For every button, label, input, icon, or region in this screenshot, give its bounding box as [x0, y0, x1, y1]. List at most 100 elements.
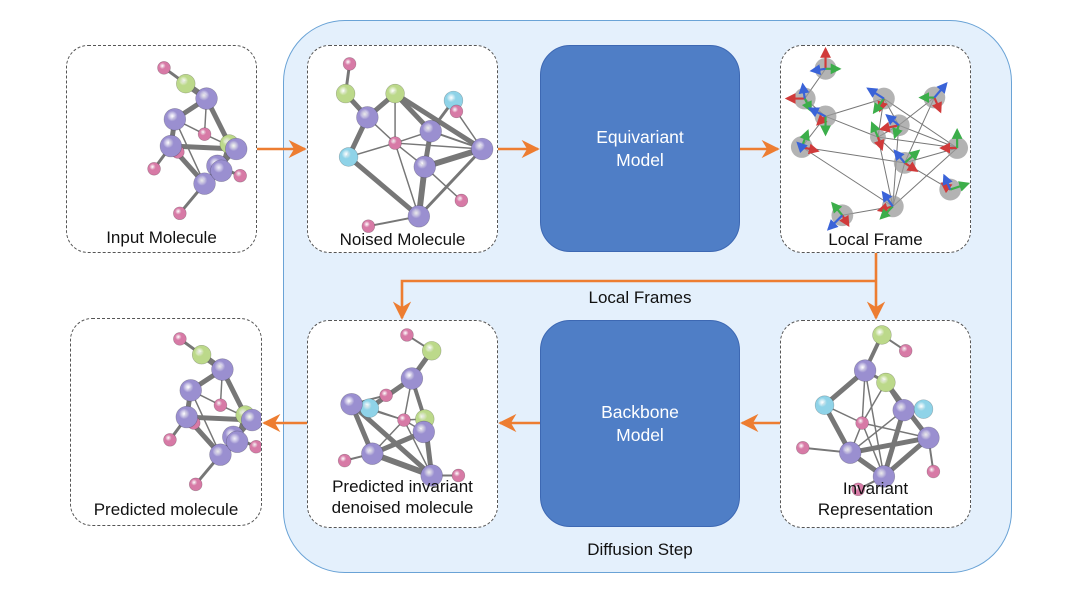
noised-molecule-image	[335, 57, 494, 233]
equivariant-model-label-line2: Model	[616, 149, 664, 170]
frame-axis-arrow	[904, 161, 919, 172]
atom	[157, 61, 171, 75]
frame-edge	[892, 147, 958, 207]
atom	[193, 172, 216, 195]
frame-axis-arrow	[879, 205, 894, 220]
atom	[872, 465, 896, 488]
frame-axis-arrow	[798, 82, 810, 99]
predicted-molecule-card: Predicted molecule	[70, 318, 262, 526]
frame-axis-arrow	[870, 121, 881, 138]
atom	[337, 453, 352, 468]
bond	[394, 142, 420, 218]
bond	[394, 142, 483, 150]
frame-axis-arrow	[949, 181, 970, 192]
predicted-molecule-image	[163, 332, 261, 492]
atom	[892, 398, 915, 422]
local-frames-label: Local Frames	[588, 288, 692, 307]
frame-axis-arrow	[809, 64, 826, 75]
bond	[174, 118, 206, 185]
atom	[400, 328, 414, 342]
atom	[179, 379, 202, 402]
bond	[849, 409, 905, 454]
atom	[209, 443, 232, 466]
frame-axis-arrow	[892, 124, 903, 140]
frame-axis-arrow	[931, 97, 942, 114]
atom	[197, 127, 212, 141]
atom	[876, 372, 896, 393]
frame-axis-arrow	[872, 97, 885, 115]
diffusion-step-label: Diffusion Step	[587, 540, 693, 559]
frame-axis-arrow	[933, 82, 948, 99]
input-molecule-card: Input Molecule	[66, 45, 257, 253]
invariant-representation-card: Invariant Representation	[780, 320, 971, 528]
atom	[419, 120, 442, 143]
frame-axis-arrow	[881, 190, 894, 208]
atom	[385, 83, 405, 104]
frame-node	[873, 87, 895, 110]
atom	[173, 206, 187, 221]
input-molecule-image	[147, 61, 248, 221]
atom	[420, 464, 443, 487]
atom	[913, 399, 934, 419]
predicted-invariant-image	[337, 328, 466, 487]
local-frame-card: Local Frame	[780, 45, 971, 253]
backbone-model-label-line2: Model	[616, 424, 664, 445]
atom	[412, 420, 435, 444]
atom	[163, 433, 177, 447]
atom	[451, 468, 466, 483]
local-frame-image	[784, 46, 970, 231]
bond	[346, 154, 422, 219]
atom	[159, 134, 183, 158]
backbone-model-label-line1: Backbone	[601, 401, 679, 422]
atom	[342, 57, 357, 71]
atom	[413, 155, 436, 178]
atom	[163, 108, 187, 131]
atom	[226, 430, 249, 453]
atom	[470, 137, 494, 161]
bond	[189, 389, 222, 456]
atom	[449, 104, 464, 119]
atom	[361, 219, 376, 233]
frame-edge	[877, 136, 958, 149]
frame-axis-arrow	[885, 113, 900, 127]
atom	[240, 408, 261, 432]
equivariant-model-block: Equivariant Model	[540, 45, 740, 252]
atom	[407, 205, 431, 228]
frame-axis-arrow	[903, 149, 921, 164]
atom	[898, 344, 913, 358]
atom	[361, 442, 384, 465]
atom	[926, 464, 941, 479]
equivariant-model-label-line1: Equivariant	[596, 126, 684, 147]
invariant-representation-image	[796, 325, 941, 497]
atom	[400, 367, 424, 390]
atom	[855, 416, 869, 430]
input-molecule-label: Input Molecule	[106, 228, 217, 247]
frame-axis-arrow	[942, 173, 953, 190]
predicted-invariant-label-line1: Predicted invariant	[332, 477, 473, 496]
frame-edge	[801, 146, 894, 207]
frame-axis-arrow	[874, 136, 885, 152]
atom	[388, 136, 402, 150]
predicted-invariant-card: Predicted invariant denoised molecule	[307, 320, 498, 528]
atom	[225, 137, 248, 161]
atom	[853, 359, 877, 382]
atom	[335, 83, 356, 104]
frame-axis-arrow	[816, 114, 828, 126]
atom	[356, 106, 379, 129]
atom	[851, 482, 865, 497]
bond	[847, 435, 931, 456]
atom	[814, 395, 835, 415]
atom	[359, 398, 380, 418]
invariant-representation-label-line2: Representation	[817, 500, 934, 519]
atom	[191, 345, 212, 365]
frame-axis-arrow	[878, 122, 899, 133]
atom	[175, 405, 198, 429]
frame-axis-arrow	[796, 141, 808, 154]
frame-axis-arrow	[826, 214, 844, 231]
atom	[397, 413, 411, 427]
atom	[195, 87, 218, 110]
bond	[864, 369, 885, 478]
noised-molecule-card: Noised Molecule	[307, 45, 498, 253]
atom	[188, 477, 203, 492]
frame-edge	[801, 146, 905, 164]
